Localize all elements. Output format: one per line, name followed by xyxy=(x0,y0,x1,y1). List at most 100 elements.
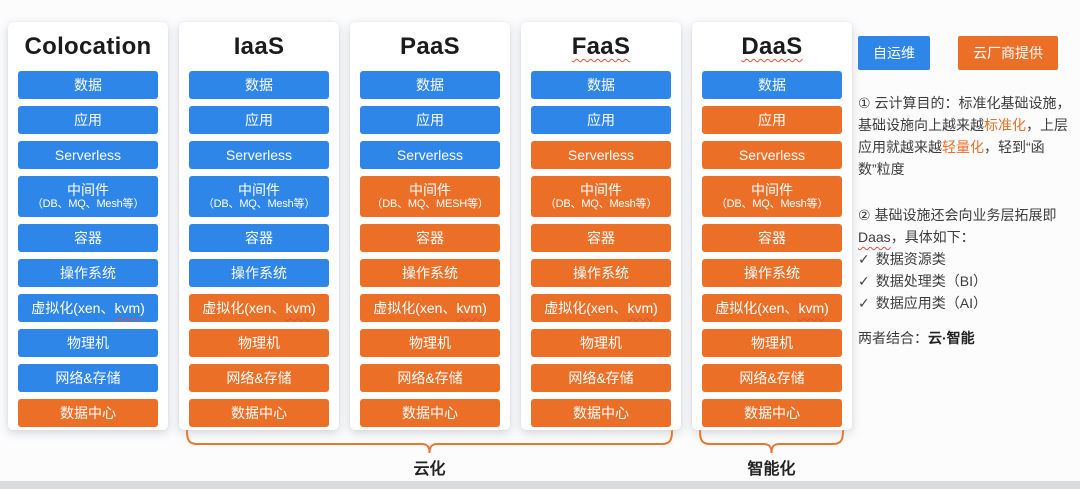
layer-middleware: 中间件（DB、MQ、Mesh等） xyxy=(531,176,671,217)
layer-network-storage: 网络&存储 xyxy=(189,364,329,392)
layer-label-part: ) xyxy=(140,299,145,316)
layer-middleware: 中间件（DB、MQ、MESH等） xyxy=(360,176,500,217)
note-bullet: ✓ 数据处理类（BI） xyxy=(858,270,1074,292)
checkmark-icon: ✓ xyxy=(858,273,870,289)
note-bullet-text: 数据处理类（BI） xyxy=(875,273,987,289)
layer-label: 数据中心 xyxy=(231,404,287,421)
layer-label: 虚拟化(xen、kvm) xyxy=(544,300,658,316)
layer-label: 虚拟化(xen、kvm) xyxy=(373,300,487,316)
note-segment: ，轻到“函数”粒度 xyxy=(858,139,1045,177)
layer-label: Serverless xyxy=(396,146,464,163)
layer-label-part: ) xyxy=(311,299,316,316)
layer-application: 应用 xyxy=(189,106,329,134)
layer-os: 操作系统 xyxy=(702,259,842,287)
layer-label: 容器 xyxy=(416,229,444,246)
layer-network-storage: 网络&存储 xyxy=(531,364,671,392)
note-bullet-text: 数据资源类 xyxy=(875,251,946,267)
notes-container: ① 云计算目的：标准化基础设施，基础设施向上越来越标准化，上层应用就越来越轻量化… xyxy=(858,92,1074,314)
layer-label: 物理机 xyxy=(409,334,451,351)
layer-label: 数据中心 xyxy=(60,404,116,421)
layer-label: Serverless xyxy=(54,146,122,163)
layer-container: 容器 xyxy=(189,224,329,252)
layer-physical-machine: 物理机 xyxy=(189,329,329,357)
layer-physical-machine: 物理机 xyxy=(702,329,842,357)
column-title: PaaS xyxy=(350,31,510,63)
layer-label: 物理机 xyxy=(580,334,622,351)
layer-label: 网络&存储 xyxy=(568,369,634,386)
layer-label-part: 虚拟化(xen、 xyxy=(202,299,286,316)
layer-label: 数据 xyxy=(758,76,786,93)
layer-label: 中间件 xyxy=(67,182,109,199)
note-wavy-word: Daas xyxy=(858,229,891,245)
layer-application: 应用 xyxy=(360,106,500,134)
layer-label: 容器 xyxy=(74,229,102,246)
layer-label: 数据中心 xyxy=(573,404,629,421)
layer-virtualization: 虚拟化(xen、kvm) xyxy=(702,294,842,322)
layer-label-wavy-part: kvm xyxy=(456,299,483,316)
layer-container: 容器 xyxy=(360,224,500,252)
legend: 自运维云厂商提供 xyxy=(858,36,1074,70)
layer-label: 中间件 xyxy=(751,182,793,199)
layer-os: 操作系统 xyxy=(360,259,500,287)
layer-virtualization: 虚拟化(xen、kvm) xyxy=(360,294,500,322)
layer-label-part: 虚拟化(xen、 xyxy=(373,299,457,316)
checkmark-icon: ✓ xyxy=(858,295,870,311)
layer-datacenter: 数据中心 xyxy=(18,399,158,427)
layer-label: 数据中心 xyxy=(402,404,458,421)
layer-label: 数据 xyxy=(245,76,273,93)
layer-application: 应用 xyxy=(531,106,671,134)
brace-cloudification xyxy=(186,430,673,454)
layer-virtualization: 虚拟化(xen、kvm) xyxy=(531,294,671,322)
layer-label-wavy-part: kvm xyxy=(627,299,654,316)
layer-label: 网络&存储 xyxy=(226,369,292,386)
column-title-text: Colocation xyxy=(24,33,152,60)
layer-virtualization: 虚拟化(xen、kvm) xyxy=(189,294,329,322)
layer-label: 容器 xyxy=(587,229,615,246)
layer-label: 操作系统 xyxy=(573,264,629,281)
column-title-text: DaaS xyxy=(741,33,803,60)
bottom-gray-bar xyxy=(0,481,1080,489)
layer-label: 网络&存储 xyxy=(55,369,121,386)
layer-label: 物理机 xyxy=(238,334,280,351)
layer-network-storage: 网络&存储 xyxy=(360,364,500,392)
layer-label: 应用 xyxy=(587,111,615,128)
layer-middleware: 中间件（DB、MQ、Mesh等） xyxy=(189,176,329,217)
layer-sublabel: （DB、MQ、Mesh等） xyxy=(31,198,145,211)
layer-physical-machine: 物理机 xyxy=(360,329,500,357)
note-text: ② 基础设施还会向业务层拓展即Daas，具体如下： xyxy=(858,204,1074,248)
layer-label: 网络&存储 xyxy=(397,369,463,386)
layer-label-wavy-part: kvm xyxy=(114,299,141,316)
layer-os: 操作系统 xyxy=(531,259,671,287)
layer-application: 应用 xyxy=(18,106,158,134)
layer-datacenter: 数据中心 xyxy=(531,399,671,427)
layer-serverless: Serverless xyxy=(360,141,500,169)
layer-serverless: Serverless xyxy=(18,141,158,169)
layer-label: 网络&存储 xyxy=(739,369,805,386)
layer-label-part: ) xyxy=(653,299,658,316)
layer-label: 虚拟化(xen、kvm) xyxy=(31,300,145,316)
note-highlight: 标准化 xyxy=(984,117,1026,133)
conclusion-prefix: 两者结合： xyxy=(858,330,928,346)
layer-application: 应用 xyxy=(702,106,842,134)
layer-container: 容器 xyxy=(18,224,158,252)
layer-data: 数据 xyxy=(531,71,671,99)
layer-label: 操作系统 xyxy=(231,264,287,281)
note-bullet-text: 数据应用类（AI） xyxy=(875,295,987,311)
layer-label-part: 虚拟化(xen、 xyxy=(715,299,799,316)
layer-label-part: ) xyxy=(824,299,829,316)
layer-label-part: ) xyxy=(482,299,487,316)
conclusion-bold: 云·智能 xyxy=(928,330,975,346)
layer-data: 数据 xyxy=(702,71,842,99)
layer-label: 物理机 xyxy=(67,334,109,351)
layer-sublabel: （DB、MQ、Mesh等） xyxy=(544,198,658,211)
note-segment: ，具体如下： xyxy=(890,229,975,245)
conclusion-line: 两者结合：云·智能 xyxy=(858,328,1074,348)
checkmark-icon: ✓ xyxy=(858,251,870,267)
layer-label: Serverless xyxy=(738,146,806,163)
note-segment: ，上层应用就越来越 xyxy=(858,117,1068,155)
